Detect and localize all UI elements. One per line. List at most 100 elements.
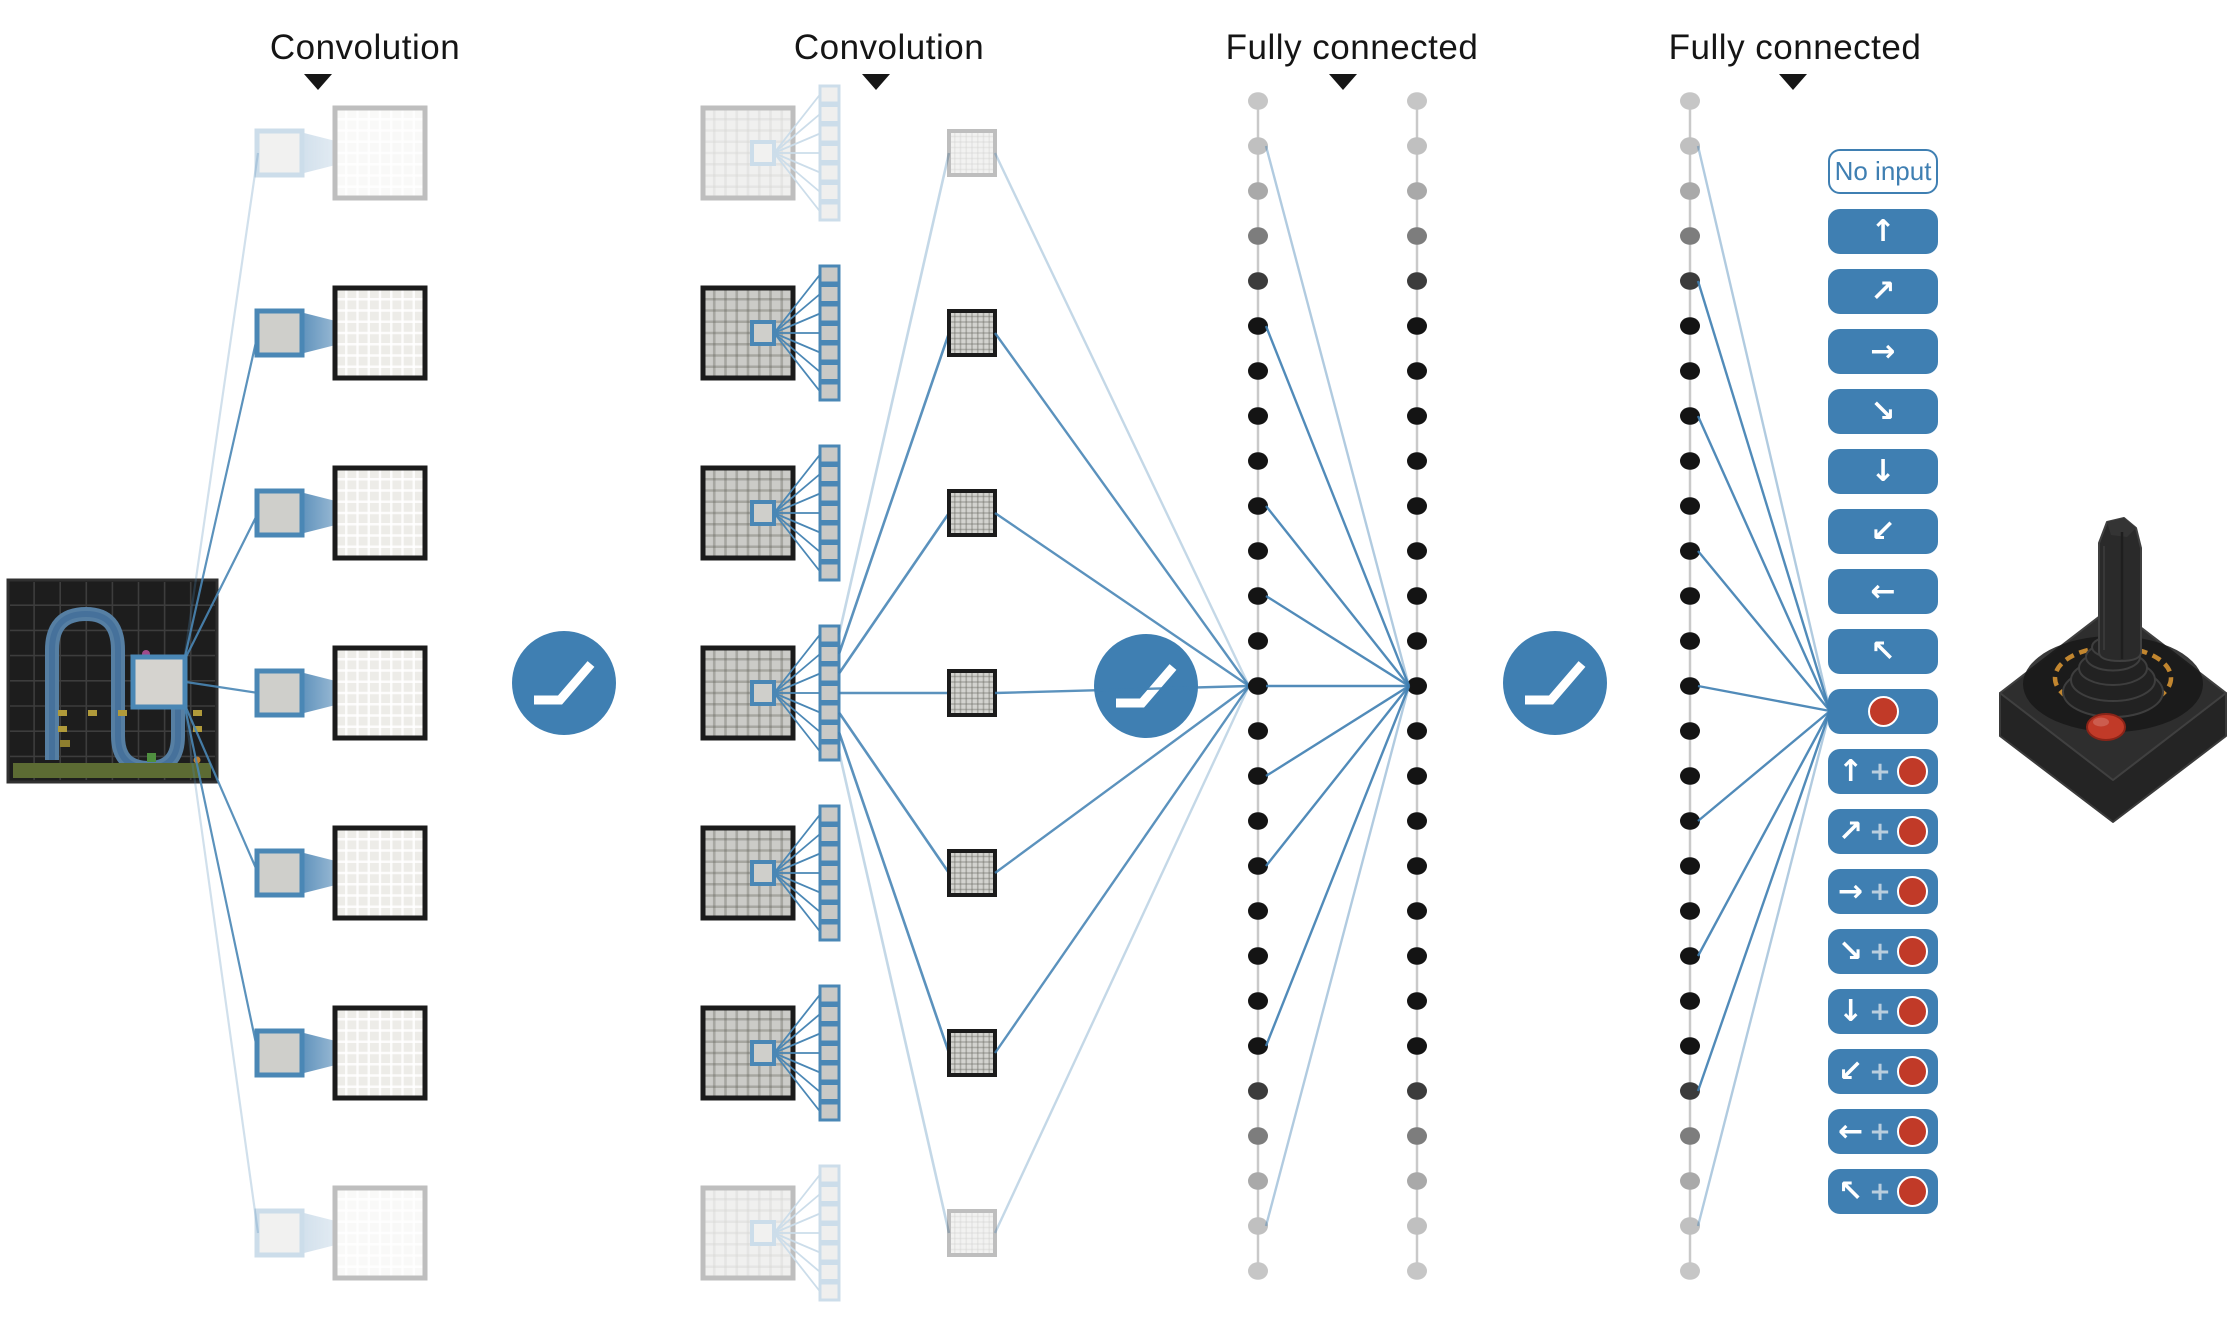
conv1-row <box>254 1005 428 1101</box>
conv2-filter-center <box>750 680 776 706</box>
triangle-down-icon <box>1329 74 1357 90</box>
fc-unit-dot <box>1248 272 1268 290</box>
fc-unit-dot <box>1680 92 1700 110</box>
fire-button-icon <box>1896 816 1928 847</box>
fire-button-icon <box>1867 696 1899 727</box>
fc-unit-dot <box>1680 1217 1700 1235</box>
fc-unit-dot <box>1680 542 1700 560</box>
filter-tap-square <box>818 843 841 864</box>
conv2-output-row <box>947 1209 997 1257</box>
fire-button-icon <box>1896 1176 1928 1207</box>
conv2-output-grid <box>947 669 997 717</box>
fc-unit-dot <box>1407 767 1427 785</box>
fc-unit-dot <box>1248 812 1268 830</box>
fc-unit-dot <box>1680 812 1700 830</box>
fc-unit-dot <box>1680 1127 1700 1145</box>
action-button-no-input[interactable]: No input <box>1828 149 1938 194</box>
action-button-up-right-fire[interactable]: ↗+ <box>1828 809 1938 854</box>
action-button-fire[interactable] <box>1828 689 1938 734</box>
filter-tap-square <box>818 444 841 465</box>
no-input-label: No input <box>1834 156 1932 186</box>
conv2-output-grid <box>947 309 997 357</box>
conv2-output-row <box>947 309 997 357</box>
filter-tap-square <box>818 162 841 183</box>
fc-unit-dot <box>1407 1037 1427 1055</box>
fc-unit-dot <box>1407 722 1427 740</box>
conv2-filter-center <box>750 140 776 166</box>
fire-button-icon <box>1896 876 1928 907</box>
filter-tap-square <box>818 921 841 942</box>
arrow-right-icon: → <box>1870 333 1896 369</box>
fc-unit-dot <box>1407 272 1427 290</box>
filter-tap-square <box>818 381 841 402</box>
convolution-beam <box>304 133 383 173</box>
fc-unit-dot <box>1248 542 1268 560</box>
filter-tap-square <box>818 104 841 124</box>
conv2-output-grid <box>947 489 997 537</box>
conv2-row <box>700 1164 841 1302</box>
fc-unit-dot <box>1248 227 1268 245</box>
filter-tap-square <box>818 323 841 343</box>
conv1-row <box>254 105 428 201</box>
action-button-right-fire[interactable]: →+ <box>1828 869 1938 914</box>
action-button-right[interactable]: → <box>1828 329 1938 374</box>
conv-filter-patch <box>254 308 305 358</box>
action-button-down-right[interactable]: ↘ <box>1828 389 1938 434</box>
fc-unit-dot <box>1248 317 1268 335</box>
filter-tap-square <box>818 1242 841 1263</box>
fc-unit-dot <box>1248 632 1268 650</box>
action-button-left-fire[interactable]: ←+ <box>1828 1109 1938 1154</box>
action-button-up-fire[interactable]: ↑+ <box>1828 749 1938 794</box>
fc-unit-dot <box>1248 767 1268 785</box>
fc-unit-dot <box>1407 1082 1427 1100</box>
conv-filter-patch <box>254 1208 305 1258</box>
conv2-row <box>700 264 841 402</box>
fc-unit-dot <box>1248 1172 1268 1190</box>
action-button-down-left-fire[interactable]: ↙+ <box>1828 1049 1938 1094</box>
action-button-down-fire[interactable]: ↓+ <box>1828 989 1938 1034</box>
fc-unit-dot <box>1680 992 1700 1010</box>
filter-tap-square <box>818 824 841 844</box>
conv1-feature-map-grid <box>332 825 428 921</box>
filter-tap-square <box>818 902 841 922</box>
conv2-row <box>700 804 841 942</box>
action-button-up-left-fire[interactable]: ↖+ <box>1828 1169 1938 1214</box>
plus-sign: + <box>1869 936 1891 967</box>
fc-unit-dot <box>1407 677 1427 695</box>
action-button-up-left[interactable]: ↖ <box>1828 629 1938 674</box>
filter-tap-square <box>818 1004 841 1024</box>
arrow-up-right-icon: ↗ <box>1870 273 1896 309</box>
action-button-down-right-fire[interactable]: ↘+ <box>1828 929 1938 974</box>
filter-tap-square <box>818 362 841 382</box>
plus-sign: + <box>1869 816 1891 847</box>
fc1-input-column <box>1248 92 1268 1280</box>
fc-unit-dot <box>1680 677 1700 695</box>
fc-unit-dot <box>1680 902 1700 920</box>
fc-unit-dot <box>1248 1217 1268 1235</box>
relu-icon <box>1094 634 1198 738</box>
conv2-output-row <box>947 129 997 177</box>
conv1-feature-map-grid <box>332 105 428 201</box>
conv2-feature-map-grid <box>700 465 796 561</box>
relu-icon <box>512 631 616 735</box>
action-button-down[interactable]: ↓ <box>1828 449 1938 494</box>
action-button-left[interactable]: ← <box>1828 569 1938 614</box>
action-button-up[interactable]: ↑ <box>1828 209 1938 254</box>
filter-tap-square <box>818 1262 841 1282</box>
fc-unit-dot <box>1680 722 1700 740</box>
arrow-down-fire-icon: ↓ <box>1838 993 1864 1029</box>
fc-unit-dot <box>1407 947 1427 965</box>
fire-button-icon <box>1896 996 1928 1027</box>
conv1-feature-map-grid <box>332 1005 428 1101</box>
arrow-left-icon: ← <box>1870 573 1896 609</box>
fc-unit-dot <box>1407 407 1427 425</box>
fc2-column <box>1680 92 1700 1280</box>
conv1-feature-map-grid <box>332 285 428 381</box>
plus-sign: + <box>1869 756 1891 787</box>
action-button-down-left[interactable]: ↙ <box>1828 509 1938 554</box>
filter-tap-square <box>818 722 841 742</box>
fc-unit-dot <box>1680 857 1700 875</box>
action-button-up-right[interactable]: ↗ <box>1828 269 1938 314</box>
